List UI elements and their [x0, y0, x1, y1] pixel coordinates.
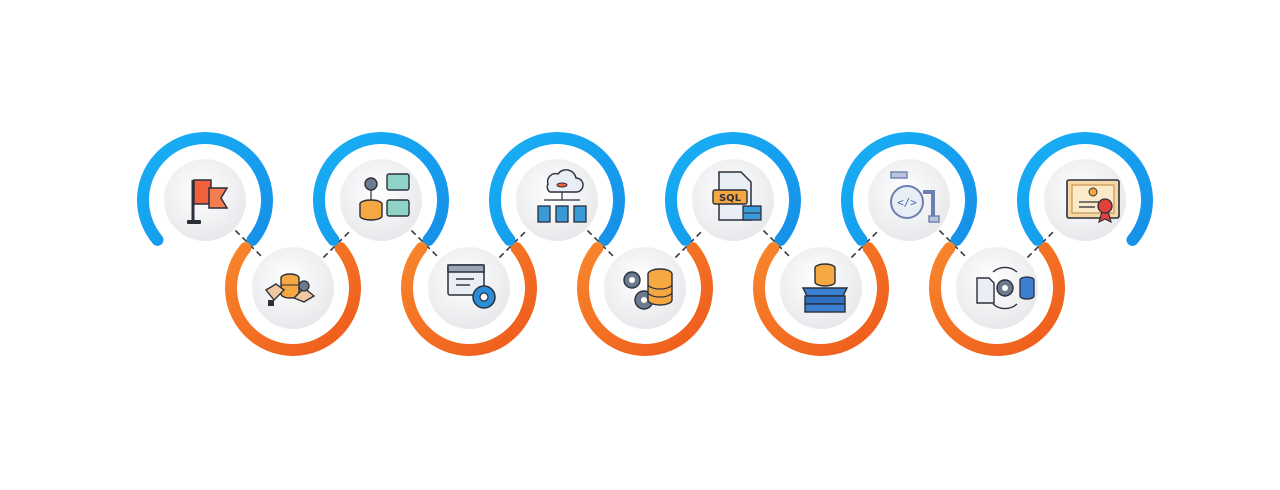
connector-line [938, 229, 968, 259]
sql-file-icon: SQL [712, 171, 762, 221]
database-network-icon [359, 173, 410, 221]
orange-ring-arc [401, 242, 537, 356]
connector-lines [234, 229, 1056, 259]
blue-ring-arc [665, 132, 801, 246]
connector-line [410, 229, 440, 259]
connector-line [674, 229, 704, 259]
browser-settings-icon [447, 264, 496, 309]
inner-disc [604, 247, 686, 329]
certificate-icon [1066, 179, 1120, 224]
flag-icon [187, 179, 229, 224]
document-sync-database-icon [976, 266, 1035, 310]
connector-line [234, 229, 264, 259]
server-database-icon [801, 263, 849, 313]
blue-ring-arc [313, 132, 449, 246]
step-node [401, 242, 537, 356]
blue-ring-arc [489, 132, 625, 246]
orange-ring-arc [577, 242, 713, 356]
blue-ring-arc [841, 132, 977, 246]
gears-database-icon [623, 268, 673, 310]
connector-line [1026, 229, 1056, 259]
connector-line [586, 229, 616, 259]
step-node [577, 242, 713, 356]
orange-ring-arc [753, 242, 889, 356]
cloud-database-hierarchy-icon [537, 169, 587, 223]
inner-disc [340, 159, 422, 241]
blue-ring-arc [137, 132, 273, 246]
orange-ring-arc [929, 242, 1065, 356]
orange-ring-arc [225, 242, 361, 356]
handshake-database-icon [264, 273, 316, 306]
connector-line [762, 229, 792, 259]
connector-line [498, 229, 528, 259]
step-rings [137, 132, 1153, 356]
connector-line [322, 229, 352, 259]
connector-line [850, 229, 880, 259]
svg-text:SQL: SQL [719, 193, 742, 204]
step-node [929, 242, 1065, 356]
svg-text:</>: </> [897, 196, 917, 209]
code-pipeline-icon: </> [890, 171, 940, 223]
blue-ring-arc [1017, 132, 1153, 246]
step-node [313, 132, 449, 246]
